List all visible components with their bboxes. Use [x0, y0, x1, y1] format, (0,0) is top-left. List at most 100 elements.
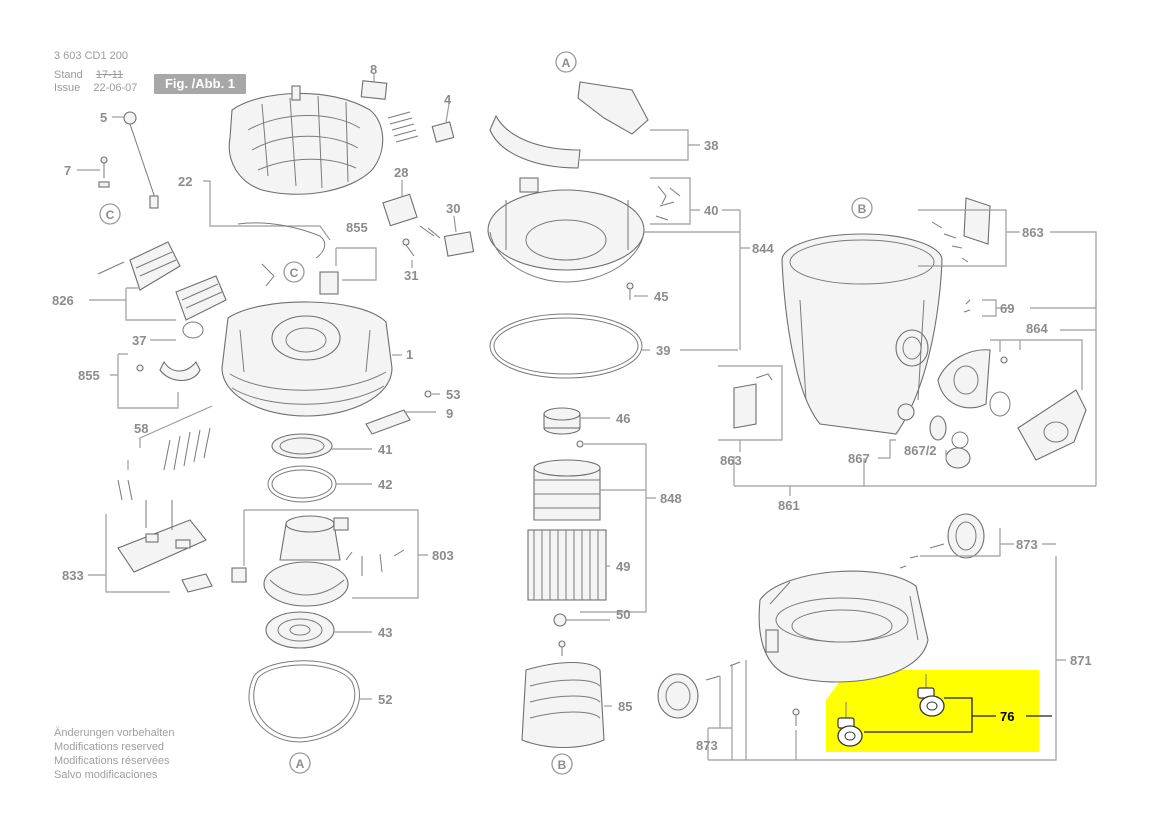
label-861: 861 — [778, 498, 800, 513]
note-en: Modifications reserved — [54, 741, 165, 753]
part-69-plug — [963, 299, 1008, 317]
part-37-oring — [182, 321, 204, 339]
label-37: 37 — [132, 333, 146, 348]
label-39: 39 — [656, 343, 670, 358]
label-867: 867 — [848, 451, 870, 466]
part-40-switch-parts — [650, 177, 700, 225]
part-30-switch — [419, 215, 475, 257]
modification-notes: Änderungen vorbehalten Modifications res… — [54, 726, 174, 782]
label-833: 833 — [62, 568, 84, 583]
part-873-wheel-top — [899, 513, 1056, 569]
connector-b-right: B — [851, 197, 873, 219]
label-873-top: 873 — [1016, 537, 1038, 552]
part-39-ring — [489, 313, 738, 379]
label-848: 848 — [660, 491, 682, 506]
label-43: 43 — [378, 625, 392, 640]
note-fr: Modifications réservées — [54, 755, 170, 767]
part-49-filter — [527, 529, 610, 601]
svg-text:A: A — [296, 757, 305, 771]
label-30: 30 — [446, 201, 460, 216]
part-9-strip — [365, 409, 411, 435]
label-42: 42 — [378, 477, 392, 492]
label-5: 5 — [100, 110, 107, 125]
label-864: 864 — [1026, 321, 1048, 336]
svg-text:C: C — [106, 208, 115, 222]
label-28: 28 — [394, 165, 408, 180]
part-76-castors — [837, 674, 1052, 747]
part-8-plate — [360, 80, 388, 100]
note-de: Änderungen vorbehalten — [54, 727, 175, 739]
label-4: 4 — [444, 92, 452, 107]
label-53: 53 — [446, 387, 460, 402]
part-855-connector-top — [319, 247, 377, 295]
svg-text:B: B — [558, 758, 567, 772]
part-45-screw — [626, 282, 648, 300]
part-28-gasket — [382, 193, 418, 227]
label-49: 49 — [616, 559, 630, 574]
label-46: 46 — [616, 411, 630, 426]
part-864-covers — [937, 339, 1087, 461]
label-9: 9 — [446, 406, 453, 421]
part-848-filter-cage — [533, 440, 656, 613]
label-873-bottom: 873 — [696, 738, 718, 753]
part-1-motor-housing — [221, 301, 402, 417]
label-1: 1 — [406, 347, 413, 362]
label-22: 22 — [178, 174, 192, 189]
part-52-seal — [248, 660, 372, 743]
part-58-cable-set — [117, 405, 213, 501]
part-number-labels: 8 4 5 7 22 28 30 855 31 826 37 855 1 53 … — [52, 62, 1092, 753]
label-85: 85 — [618, 699, 632, 714]
label-7: 7 — [64, 163, 71, 178]
stand-label: Stand — [54, 69, 83, 81]
label-40: 40 — [704, 203, 718, 218]
document-header: 3 603 CD1 200 Stand 17-11 Issue 22-06-07 — [54, 50, 137, 95]
part-861-container — [781, 233, 943, 435]
part-43-impeller — [265, 611, 372, 649]
label-863-top: 863 — [1022, 225, 1044, 240]
connector-a-top: A — [555, 51, 577, 73]
label-855-left: 855 — [78, 368, 100, 383]
part-7-screw — [77, 156, 110, 188]
part-855-holder — [110, 353, 201, 409]
part-38-flaps — [489, 81, 700, 169]
part-871-base — [708, 556, 1066, 761]
label-41: 41 — [378, 442, 392, 457]
svg-text:C: C — [290, 266, 299, 280]
connector-c-left: C — [99, 203, 121, 225]
label-803: 803 — [432, 548, 454, 563]
part-803-motor — [231, 509, 428, 607]
part-867-knobs — [878, 403, 971, 469]
label-45: 45 — [654, 289, 668, 304]
label-50: 50 — [616, 607, 630, 622]
part-42-ring — [267, 465, 372, 503]
part-53-screw — [424, 390, 432, 398]
label-863-bottom: 863 — [720, 453, 742, 468]
part-41-ring — [271, 433, 372, 459]
part-873-wheel-bottom — [657, 660, 800, 760]
label-69: 69 — [1000, 301, 1014, 316]
issue-label: Issue — [54, 82, 81, 94]
label-867-2: 867/2 — [904, 443, 937, 458]
stand-value: 17-11 — [95, 69, 124, 81]
label-31: 31 — [404, 268, 418, 283]
part-50-fasteners — [553, 613, 610, 656]
note-es: Salvo modificaciones — [54, 769, 158, 781]
part-833-pcb — [88, 500, 213, 593]
label-8: 8 — [370, 62, 377, 77]
part-22-motor-cover — [203, 85, 384, 287]
issue-value: 22-06-07 — [93, 82, 138, 94]
part-863-bracket-bottom — [718, 365, 783, 452]
label-826: 826 — [52, 293, 74, 308]
part-4-filter-elements — [387, 103, 455, 143]
connector-c-center: C — [283, 261, 305, 283]
part-46-cylinder — [543, 407, 610, 435]
svg-text:B: B — [858, 202, 867, 216]
label-871: 871 — [1070, 653, 1092, 668]
label-844: 844 — [752, 241, 774, 256]
connector-b-bottom: B — [551, 753, 573, 775]
svg-text:A: A — [562, 56, 571, 70]
label-52: 52 — [378, 692, 392, 707]
doc-number: 3 603 CD1 200 — [54, 50, 128, 62]
label-58: 58 — [134, 421, 148, 436]
